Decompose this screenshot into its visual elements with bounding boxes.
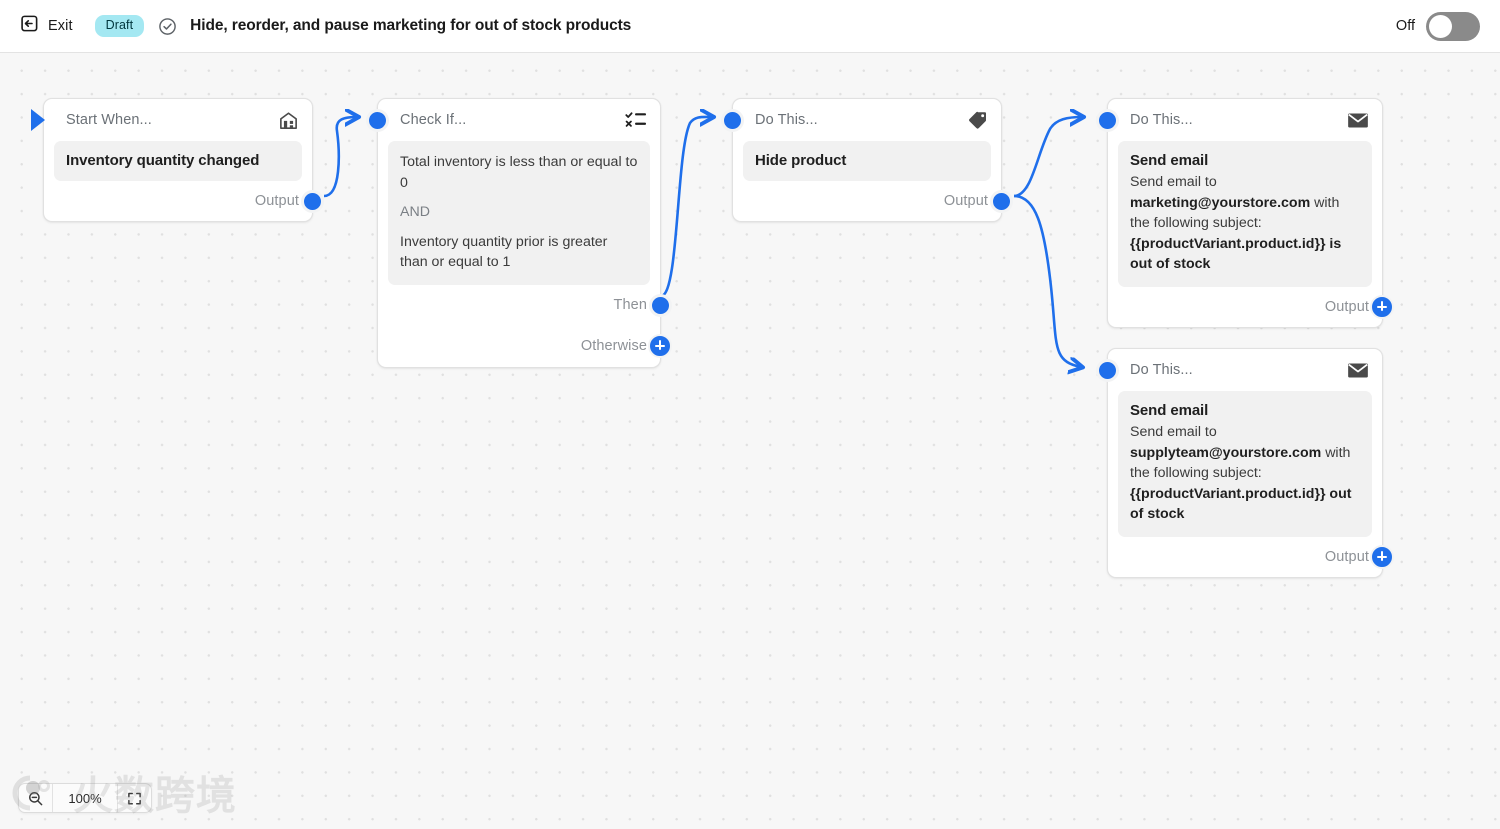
action-name: Send email	[1130, 402, 1209, 419]
node-type-label: Check If...	[400, 112, 467, 128]
node-header: Start When...	[44, 99, 312, 141]
checklist-icon	[625, 110, 647, 130]
check-circle-icon	[158, 17, 177, 36]
fit-to-screen-button[interactable]	[118, 784, 151, 812]
node-footer-otherwise: Otherwise	[378, 325, 672, 367]
node-send-email-marketing[interactable]: Do This... Send email Send email to mark…	[1096, 98, 1394, 328]
input-port[interactable]	[1096, 109, 1119, 132]
envelope-icon	[1347, 361, 1369, 380]
node-body[interactable]: Total inventory is less than or equal to…	[388, 141, 650, 285]
email-recipient: marketing@yourstore.com	[1130, 194, 1311, 211]
envelope-icon	[1347, 111, 1369, 130]
add-otherwise-step-button[interactable]	[648, 333, 672, 358]
header-right-group: Off	[1395, 11, 1500, 41]
node-hide-product[interactable]: Do This... Hide product Output	[721, 98, 1013, 222]
header-left-group: Exit Draft Hide, reorder, and pause mark…	[0, 10, 631, 42]
email-subject: {{productVariant.product.id}} out of sto…	[1130, 485, 1352, 523]
status-badge: Draft	[94, 14, 145, 38]
condition-line-1: Total inventory is less than or equal to…	[400, 154, 638, 191]
workflow-canvas[interactable]: Start When... Inventory quantity changed…	[0, 53, 1500, 829]
zoom-out-button[interactable]	[19, 784, 53, 812]
email-prefix-text: Send email to	[1130, 424, 1217, 440]
node-header: Do This...	[733, 99, 1001, 141]
node-trigger[interactable]: Start When... Inventory quantity changed…	[31, 98, 324, 222]
node-body[interactable]: Send email Send email to supplyteam@your…	[1118, 391, 1372, 537]
zoom-level-display[interactable]: 100%	[53, 784, 118, 812]
then-label: Then	[613, 296, 647, 313]
fit-to-screen-icon	[128, 792, 141, 804]
node-footer: Output	[44, 181, 324, 221]
node-footer: Output	[1108, 537, 1394, 577]
exit-label: Exit	[48, 18, 73, 34]
output-port[interactable]	[990, 190, 1013, 213]
exit-button[interactable]: Exit	[18, 10, 81, 42]
node-condition[interactable]: Check If... Total inventory is less than…	[366, 98, 672, 368]
node-footer-then: Then	[378, 285, 672, 325]
node-body[interactable]: Send email Send email to marketing@yours…	[1118, 141, 1372, 287]
node-header: Check If...	[378, 99, 660, 141]
start-marker-icon	[31, 109, 45, 131]
email-description: Send email to marketing@yourstore.com wi…	[1130, 172, 1360, 275]
condition-operator: AND	[400, 204, 430, 221]
store-icon	[278, 110, 299, 131]
exit-arrow-icon	[20, 14, 39, 38]
tag-icon	[967, 110, 988, 131]
node-header: Do This...	[1108, 99, 1382, 141]
add-next-step-button[interactable]	[1370, 544, 1394, 569]
node-body[interactable]: Hide product	[743, 141, 991, 181]
input-port[interactable]	[1096, 359, 1119, 382]
node-body[interactable]: Inventory quantity changed	[54, 141, 302, 181]
output-port[interactable]	[301, 190, 324, 213]
then-output-port[interactable]	[649, 293, 672, 317]
email-subject: {{productVariant.product.id}} is out of …	[1130, 235, 1342, 273]
action-name: Hide product	[755, 152, 847, 169]
node-type-label: Do This...	[1130, 112, 1193, 128]
node-send-email-supply[interactable]: Do This... Send email Send email to supp…	[1096, 348, 1394, 578]
zoom-out-icon	[29, 791, 43, 805]
node-type-label: Do This...	[755, 112, 818, 128]
trigger-name: Inventory quantity changed	[66, 152, 260, 169]
connector-edges	[323, 53, 1500, 829]
add-next-step-button[interactable]	[1370, 294, 1394, 319]
action-name: Send email	[1130, 152, 1209, 169]
workflow-toggle-label: Off	[1395, 18, 1415, 34]
input-port[interactable]	[366, 109, 389, 132]
email-description: Send email to supplyteam@yourstore.com w…	[1130, 422, 1360, 525]
email-recipient: supplyteam@yourstore.com	[1130, 444, 1322, 461]
email-mid-text: with the following subject:	[1130, 194, 1340, 232]
zoom-level-value: 100%	[68, 790, 102, 806]
app-header: Exit Draft Hide, reorder, and pause mark…	[0, 0, 1500, 53]
node-type-label: Do This...	[1130, 362, 1193, 378]
toggle-knob	[1429, 14, 1452, 38]
output-label: Output	[943, 193, 988, 209]
email-mid-text: with the following subject:	[1130, 444, 1351, 482]
node-type-label: Start When...	[66, 112, 152, 128]
workflow-enable-toggle[interactable]	[1426, 11, 1480, 41]
zoom-controls[interactable]: 100%	[18, 783, 152, 813]
condition-line-2: Inventory quantity prior is greater than…	[400, 233, 608, 271]
output-label: Output	[254, 193, 299, 209]
input-port[interactable]	[721, 109, 744, 132]
email-prefix-text: Send email to	[1130, 174, 1217, 190]
output-label: Output	[1324, 298, 1369, 315]
output-label: Output	[1324, 548, 1369, 565]
otherwise-label: Otherwise	[580, 337, 647, 354]
node-footer: Output	[1108, 287, 1394, 327]
node-footer: Output	[733, 181, 1013, 221]
page-title: Hide, reorder, and pause marketing for o…	[190, 17, 632, 34]
node-header: Do This...	[1108, 349, 1382, 391]
